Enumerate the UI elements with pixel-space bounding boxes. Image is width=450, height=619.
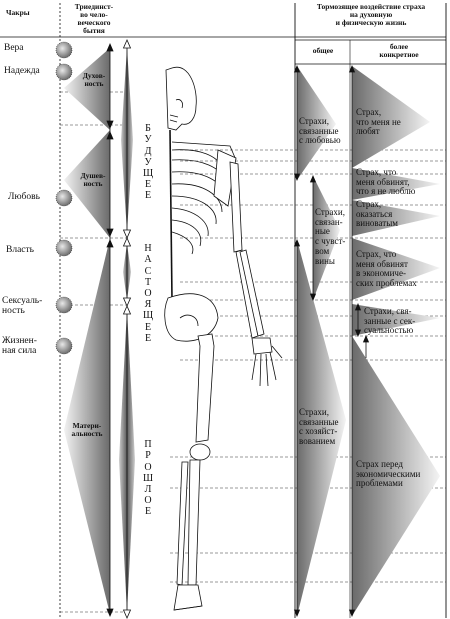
header-general: общее: [312, 46, 334, 55]
soulfulness-wedge: [64, 130, 110, 238]
fear-general-love: Страхи, связанные с любовью: [299, 116, 341, 146]
header-specific: более конкретное: [379, 42, 419, 59]
header-inhibiting-fear: Тормозящее воздействие страха на духовну…: [316, 2, 426, 27]
table-frame: [0, 3, 447, 618]
chakra-ball-faith: [55, 41, 73, 59]
time-axis: [122, 39, 132, 619]
trinity-arrows: [106, 42, 114, 618]
chakra-hope: Надежда: [4, 66, 40, 76]
fear-specific-not-loved: Страх, что меня не любят: [356, 107, 401, 137]
spirituality-wedge: [64, 48, 110, 130]
fear-specific-accused-not-loving: Страх, что меня обвинят, что я не люблю: [356, 167, 416, 197]
materiality-wedge: [64, 238, 110, 614]
chakra-faith: Вера: [4, 43, 24, 53]
chakra-ball-love: [55, 189, 73, 207]
chakra-ball-sexuality: [55, 296, 73, 314]
chakra-sexuality: Сексуаль- ность: [2, 296, 43, 316]
chakra-love: Любовь: [8, 192, 40, 202]
fear-specific-accused-economic: Страх, что меня обвинят в экономиче- ски…: [356, 249, 417, 289]
trinity-spirituality: Духов- ность: [82, 71, 106, 88]
trinity-materiality: Матери- альность: [71, 421, 103, 438]
header-trinity: Триединст- во чело- веческого бытия: [74, 2, 114, 35]
chakra-power: Власть: [6, 245, 34, 255]
fear-general-shapes: [297, 66, 346, 616]
trinity-soulfulness: Душев- ность: [80, 171, 106, 188]
chakra-markers: [55, 41, 73, 355]
fear-specific-shapes: [352, 66, 440, 616]
header-chakras: Чакры: [6, 8, 30, 17]
skeleton-illustration: [164, 66, 283, 611]
fear-general-economy: Страхи, связанные с хозяйст- вованием: [299, 407, 339, 447]
chakra-ball-vital-force: [55, 337, 73, 355]
fear-specific-sexuality: Страхи, свя- занные с сек- суальностью: [364, 306, 416, 336]
chakra-vital-force: Жизнен- ная сила: [2, 336, 37, 356]
fear-specific-being-guilty: Страх, оказаться виноватым: [356, 199, 398, 229]
fear-specific-arrows: [348, 64, 370, 618]
fear-general-arrows: [293, 64, 317, 618]
chakra-ball-power: [55, 239, 73, 257]
fear-general-guilt: Страхи, связан- ные с чувст- вом вины: [315, 207, 346, 266]
fear-specific-economic-problems: Страх перед экономическими проблемами: [356, 459, 421, 489]
chakra-ball-hope: [55, 63, 73, 81]
trinity-shapes: [64, 48, 110, 614]
